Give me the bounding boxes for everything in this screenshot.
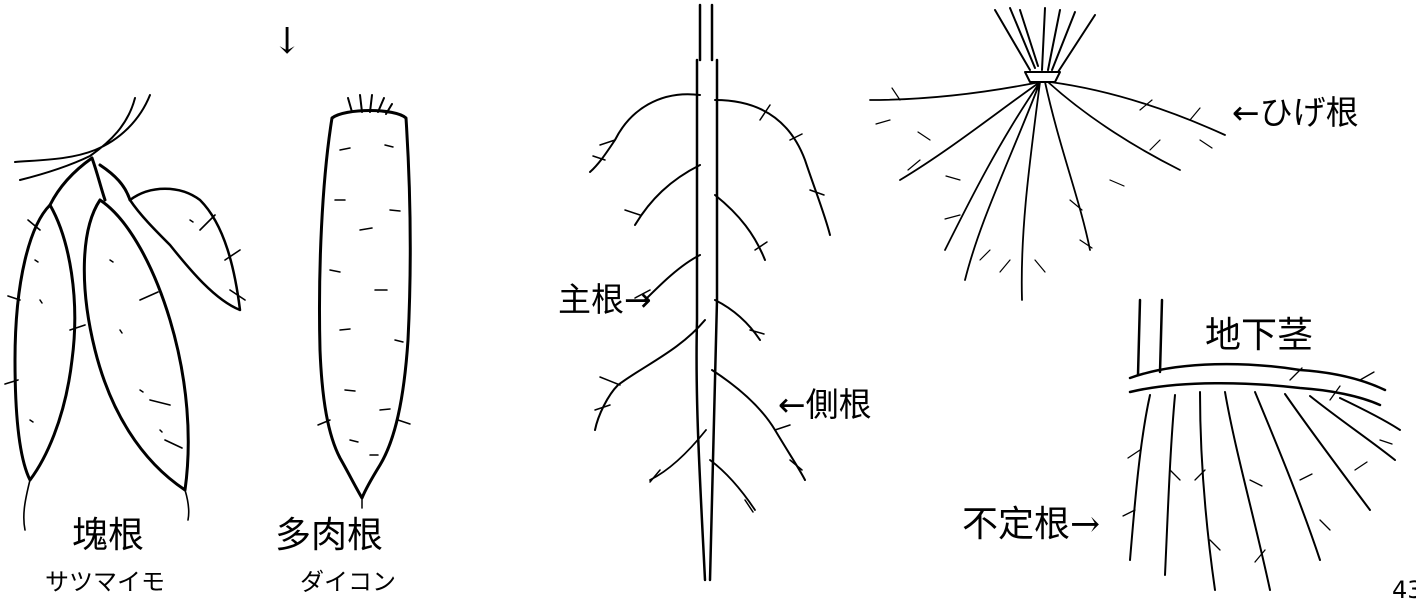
page-number: 43 — [1392, 578, 1416, 602]
top-arrow: ↓ — [272, 24, 302, 60]
label-lateral-root: ←側根 — [778, 388, 872, 421]
label-sweet-potato: サツマイモ — [45, 570, 165, 594]
sweet-potato-drawing — [5, 95, 245, 530]
label-tuberous-root: 塊根 — [72, 518, 144, 554]
fibrous-root-drawing — [870, 8, 1225, 300]
label-adventitious-root: 不定根→ — [962, 507, 1100, 543]
label-main-root: 主根→ — [558, 283, 652, 316]
label-rhizome: 地下茎 — [1205, 318, 1313, 354]
label-daikon: ダイコン — [300, 570, 396, 594]
label-fibrous-root: ←ひげ根 — [1232, 96, 1359, 129]
daikon-drawing — [318, 95, 410, 508]
label-fleshy-root: 多肉根 — [275, 518, 383, 554]
